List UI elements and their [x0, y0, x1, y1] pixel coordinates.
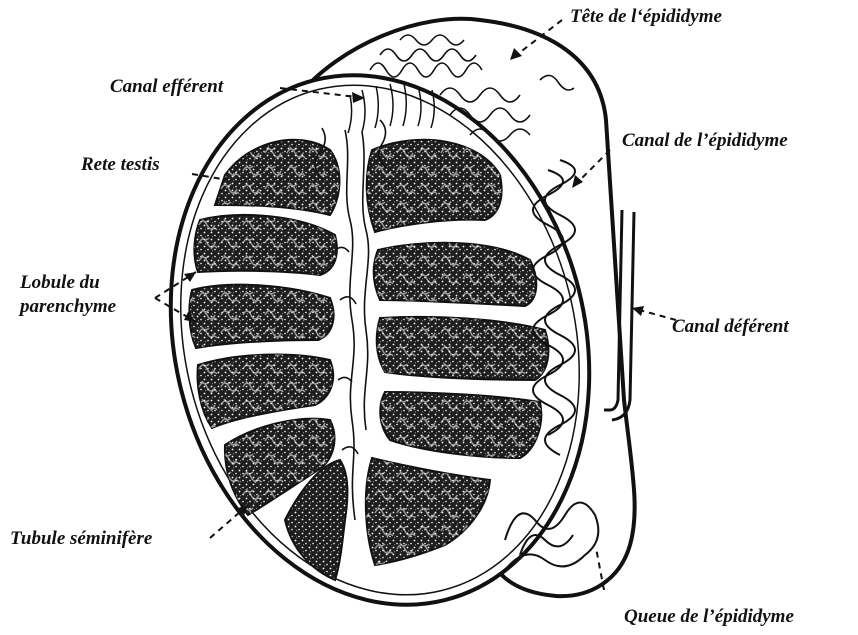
arrowhead	[572, 175, 583, 188]
label-lobule-line1: Lobule du	[20, 272, 100, 294]
label-queue-epididyme: Queue de l’épididyme	[624, 606, 794, 628]
label-canal-epididyme: Canal de l’épididyme	[622, 130, 788, 152]
label-tubule-seminifere: Tubule séminifère	[10, 528, 152, 550]
label-lobule-line2: parenchyme	[20, 296, 116, 318]
label-canal-deferent: Canal déférent	[672, 316, 789, 338]
arrowhead	[510, 48, 522, 60]
label-rete-testis: Rete testis	[81, 154, 160, 176]
label-tete-epididyme: Tête de l‘épididyme	[570, 6, 722, 28]
vas-deferens	[604, 210, 634, 420]
label-canal-efferent: Canal efférent	[110, 76, 223, 98]
